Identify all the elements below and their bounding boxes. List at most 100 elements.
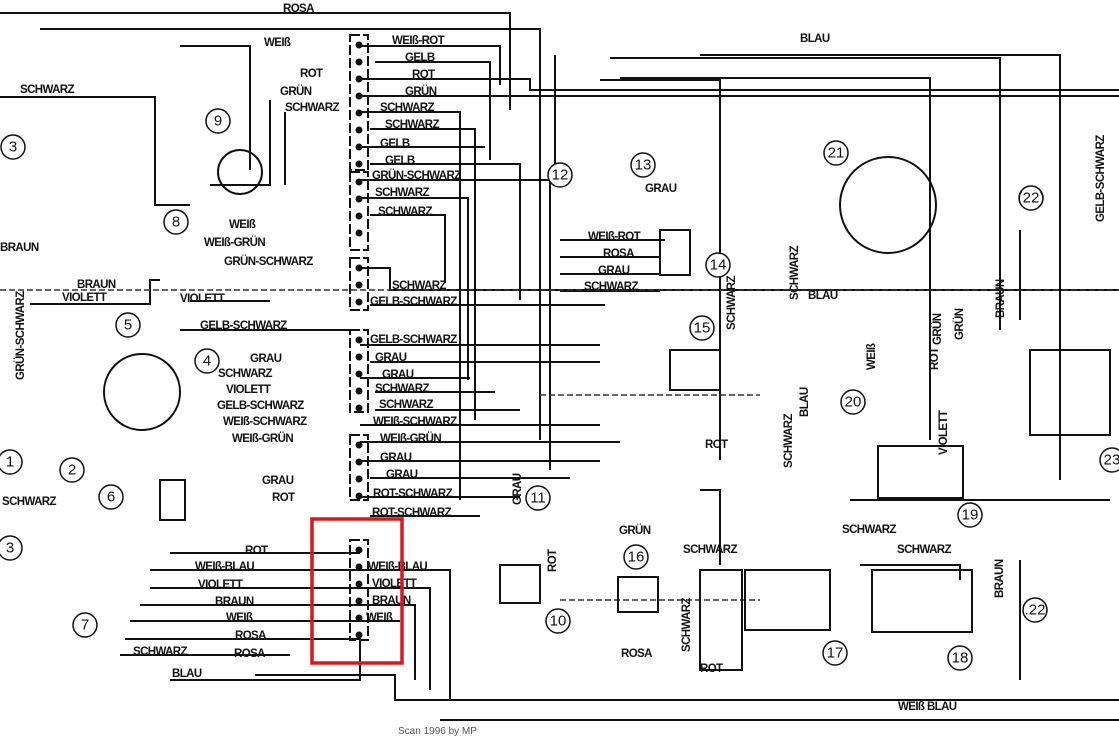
flasher-15 bbox=[669, 349, 721, 391]
connector-pin bbox=[355, 92, 363, 100]
connector-pin bbox=[355, 75, 363, 83]
component-circle bbox=[163, 209, 189, 235]
wire-label: WEIß bbox=[264, 37, 291, 49]
component-number: 18 bbox=[952, 650, 969, 667]
component-circle bbox=[1018, 185, 1044, 211]
component-circle bbox=[630, 152, 656, 178]
wire bbox=[370, 214, 446, 283]
wire-label: BLAU bbox=[172, 668, 202, 680]
tail-light-23 bbox=[1029, 349, 1111, 436]
component-circle bbox=[957, 502, 983, 528]
wire bbox=[700, 489, 721, 565]
connector-pin bbox=[355, 109, 363, 117]
relay-16 bbox=[617, 576, 659, 613]
wire-label: GRAU bbox=[512, 473, 524, 505]
component-circle bbox=[1099, 447, 1119, 473]
wire-label: GRÜN-SCHWARZ bbox=[372, 169, 461, 182]
wire-label: VIOLETT bbox=[226, 384, 271, 396]
component-number: 21 bbox=[828, 145, 845, 162]
highlight-box bbox=[310, 517, 404, 665]
connector-pin bbox=[355, 58, 363, 66]
wire-label: SCHWARZ bbox=[385, 119, 440, 131]
wire-label: GRÜN bbox=[405, 85, 437, 98]
wire-label: SCHWARZ bbox=[783, 413, 795, 468]
component-circle bbox=[59, 457, 85, 483]
wire-label: WEIß-ROT bbox=[392, 35, 445, 47]
component-circle bbox=[0, 449, 23, 475]
wire-label: BRAUN bbox=[0, 242, 39, 254]
wire bbox=[600, 79, 721, 460]
component-number: 20 bbox=[845, 394, 862, 411]
component-number: 19 bbox=[962, 507, 979, 524]
component-circle bbox=[547, 162, 573, 188]
wire-label: ROT bbox=[705, 439, 728, 451]
component-circle bbox=[0, 134, 26, 160]
wire-label: GRAU bbox=[645, 183, 677, 195]
wire-label: SCHWARZ bbox=[726, 275, 738, 330]
wire-label: SCHWARZ bbox=[133, 646, 188, 658]
wire-label: GRAU bbox=[598, 265, 630, 277]
wire-label: BRAUN bbox=[215, 596, 254, 608]
wire bbox=[150, 587, 431, 690]
wire-label: GRAU bbox=[262, 475, 294, 487]
wire-label: SCHWARZ bbox=[285, 102, 340, 114]
connector-block bbox=[349, 434, 369, 501]
component-number: 12 bbox=[552, 167, 569, 184]
wire-label: BLAU bbox=[799, 387, 811, 417]
connector-pin bbox=[355, 546, 363, 554]
wire-label: ROSA bbox=[283, 3, 314, 15]
connector-pin bbox=[355, 126, 363, 134]
component-circle bbox=[525, 485, 551, 511]
wire-label: VIOLETT bbox=[198, 579, 243, 591]
wire-label: GRÜN-SCHWARZ bbox=[14, 291, 27, 380]
wire-label: ROT bbox=[412, 69, 435, 81]
wire-label: SCHWARZ bbox=[379, 399, 434, 411]
wire-label: WEIß bbox=[226, 612, 253, 624]
wire-label: GRÜN-SCHWARZ bbox=[224, 255, 313, 268]
component-circle bbox=[115, 312, 141, 338]
connector-pin bbox=[355, 336, 363, 344]
wire bbox=[370, 128, 476, 420]
connector-pin bbox=[355, 441, 363, 449]
component-number: 4 bbox=[203, 353, 211, 370]
connector-pin bbox=[355, 160, 363, 168]
wire bbox=[210, 100, 271, 186]
wire bbox=[180, 45, 251, 170]
wire-label: GELB bbox=[380, 138, 410, 150]
wire-label: GRÜN bbox=[953, 308, 966, 340]
connector-pin bbox=[355, 143, 363, 151]
component-number: 14 bbox=[710, 257, 727, 274]
wire bbox=[860, 564, 961, 580]
wire-label: BLAU bbox=[800, 33, 830, 45]
wire-label: GRÜN bbox=[619, 524, 651, 537]
wire bbox=[620, 77, 931, 440]
component-circle bbox=[822, 640, 848, 666]
wire-label: ROSA bbox=[621, 648, 652, 660]
wire-labels: ROSA BLAU WEIß WEIß-ROT GELB ROT GRÜN SCHWARZ SC… bbox=[0, 3, 1107, 713]
wire-label: ROSA bbox=[603, 248, 634, 260]
wire-label: SCHWARZ bbox=[375, 187, 430, 199]
component-number: 11 bbox=[530, 490, 546, 507]
wire-label: WEIß-BLAU bbox=[368, 561, 427, 573]
component-circle bbox=[98, 484, 124, 510]
regulator-box bbox=[159, 479, 186, 521]
wire-label: SCHWARZ bbox=[392, 280, 447, 292]
wire bbox=[370, 163, 521, 300]
wire bbox=[150, 569, 451, 700]
connector-block bbox=[349, 539, 369, 641]
component-circle bbox=[947, 645, 973, 671]
wire-label: WEIß bbox=[229, 219, 256, 231]
wire-label: ROT-SCHWARZ bbox=[372, 507, 452, 519]
connector-pin bbox=[355, 298, 363, 306]
component-number: 13 bbox=[635, 157, 652, 174]
connector-pin bbox=[355, 631, 363, 639]
wire-label: BRAUN bbox=[995, 279, 1007, 318]
component-circle bbox=[0, 535, 23, 561]
wire-label: ROT bbox=[245, 545, 268, 557]
wire-label: BRAUN bbox=[77, 279, 116, 291]
connector-pin bbox=[355, 458, 363, 466]
connector-pin bbox=[355, 404, 363, 412]
connector-pin bbox=[355, 41, 363, 49]
